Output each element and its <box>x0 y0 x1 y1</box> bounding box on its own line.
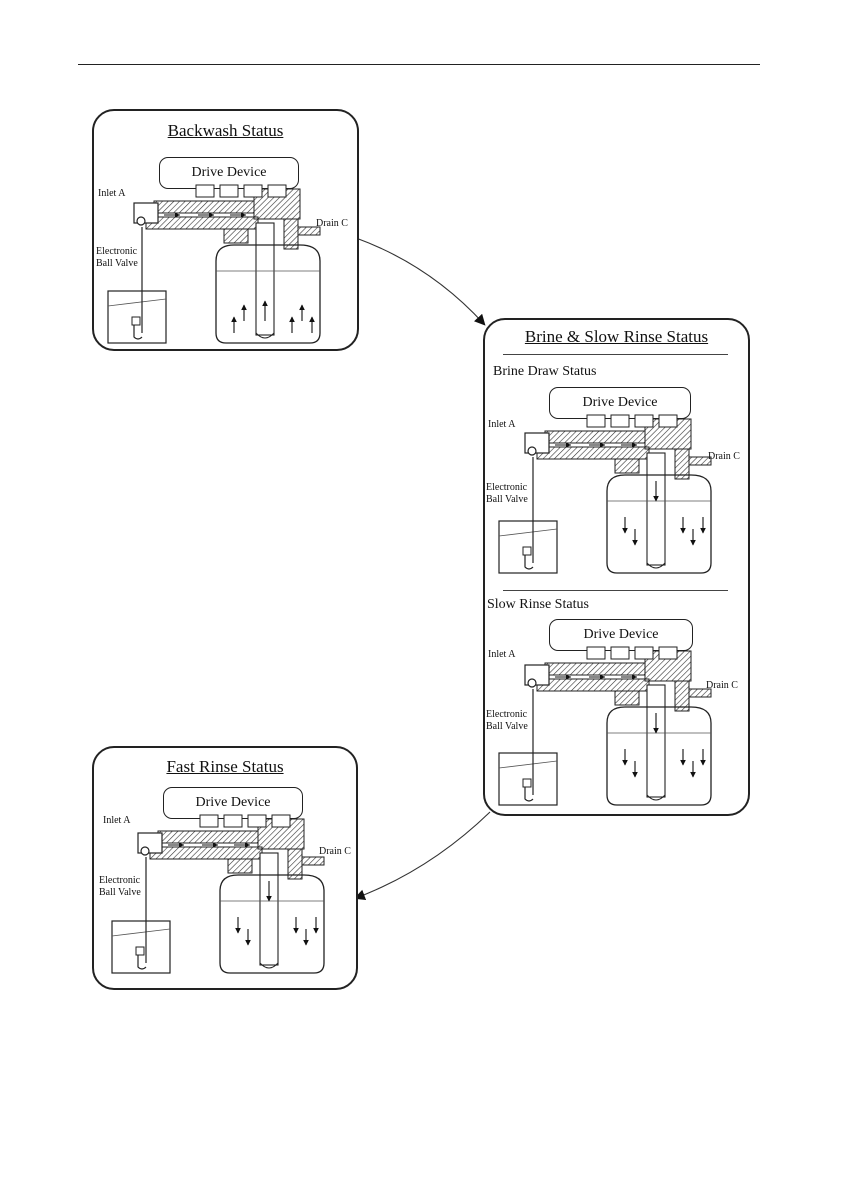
valve-piston-housing <box>545 663 645 675</box>
flow-arrow-head <box>310 317 315 322</box>
valve-piston-housing <box>154 201 254 213</box>
piston-chamber <box>659 647 677 659</box>
brine-float <box>523 779 531 787</box>
ball-valve <box>528 679 536 687</box>
valve-block <box>228 859 252 873</box>
piston-chamber <box>611 647 629 659</box>
brine-float <box>136 947 144 955</box>
flow-arrow-head <box>681 760 686 765</box>
piston-chamber <box>635 647 653 659</box>
piston-chamber <box>659 415 677 427</box>
brine-slow-rinse-panel: Brine & Slow Rinse Status Brine Draw Sta… <box>483 318 750 816</box>
piston-chamber <box>224 815 242 827</box>
fast-rinse-panel: Fast Rinse Status Drive Device Inlet A D… <box>92 746 358 990</box>
flow-arrow-head <box>701 528 706 533</box>
piston-chamber <box>635 415 653 427</box>
riser-tube <box>647 685 665 797</box>
piston-chamber <box>248 815 266 827</box>
valve-lower-channel <box>537 447 649 459</box>
flow-arrow-head <box>232 317 237 322</box>
arrow-backwash-to-brine <box>356 238 484 324</box>
valve-lower-channel <box>150 847 262 859</box>
piston-chamber <box>220 185 238 197</box>
piston-chamber <box>611 415 629 427</box>
valve-piston-housing <box>545 431 645 443</box>
drain-pipe <box>298 227 320 235</box>
flow-arrow-head <box>294 928 299 933</box>
arrow-brine-to-fast <box>356 812 490 898</box>
flow-arrow-head <box>701 760 706 765</box>
valve-lower-channel <box>537 679 649 691</box>
valve-block <box>615 459 639 473</box>
piston-chamber <box>244 185 262 197</box>
flow-arrow-head <box>633 540 638 545</box>
flow-arrow-head <box>623 528 628 533</box>
valve-lower-channel <box>146 217 258 229</box>
valve-block <box>615 691 639 705</box>
flow-arrow-head <box>314 928 319 933</box>
piston-chamber <box>196 185 214 197</box>
backwash-mechanism <box>94 111 357 349</box>
backwash-panel: Backwash Status Drive Device Inlet A Dra… <box>92 109 359 351</box>
drain-pipe <box>689 457 711 465</box>
valve-block <box>224 229 248 243</box>
fast-rinse-mechanism <box>98 741 361 979</box>
flow-arrow-head <box>300 305 305 310</box>
flow-arrow-head <box>304 940 309 945</box>
ball-valve <box>137 217 145 225</box>
flow-arrow-head <box>246 940 251 945</box>
slow-rinse-mechanism <box>485 573 748 811</box>
drain-pipe <box>302 857 324 865</box>
flow-arrow-head <box>236 928 241 933</box>
piston-chamber <box>587 647 605 659</box>
ball-valve <box>528 447 536 455</box>
flow-arrow-head <box>633 772 638 777</box>
flow-arrow-head <box>242 305 247 310</box>
valve-piston-housing <box>158 831 258 843</box>
brine-float <box>523 547 531 555</box>
flow-arrow-head <box>623 760 628 765</box>
drain-pipe <box>689 689 711 697</box>
flow-arrow-head <box>290 317 295 322</box>
flow-arrow-head <box>681 528 686 533</box>
piston-chamber <box>272 815 290 827</box>
flow-arrow-head <box>691 772 696 777</box>
riser-tube <box>647 453 665 565</box>
piston-chamber <box>587 415 605 427</box>
piston-chamber <box>200 815 218 827</box>
riser-tube <box>260 853 278 965</box>
brine-float <box>132 317 140 325</box>
piston-chamber <box>268 185 286 197</box>
brine-draw-mechanism <box>485 341 748 579</box>
flow-arrow-head <box>691 540 696 545</box>
ball-valve <box>141 847 149 855</box>
